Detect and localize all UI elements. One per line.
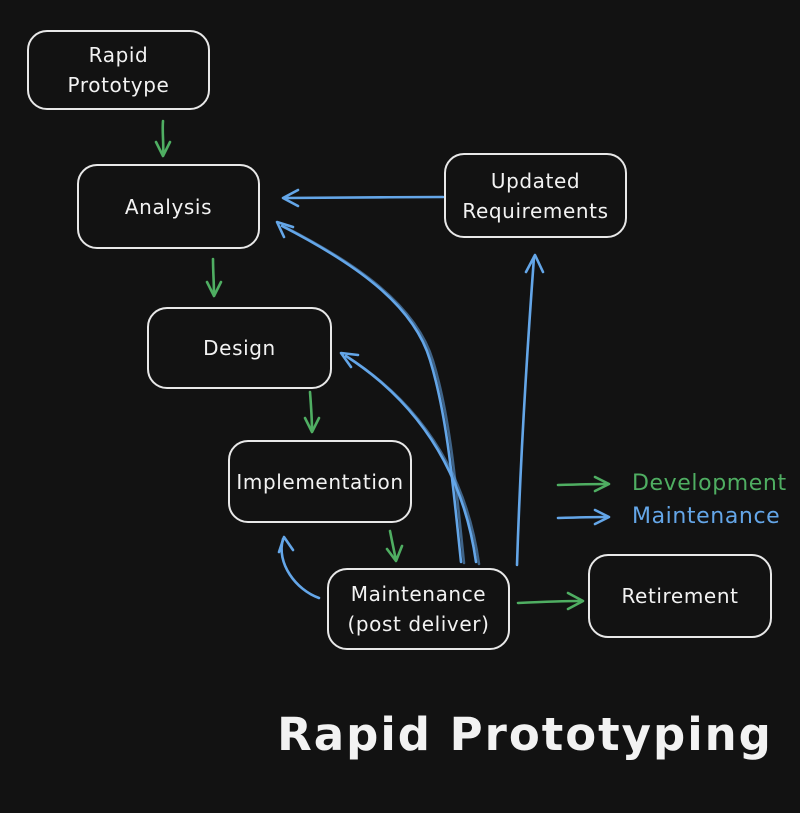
node-label: Implementation (236, 469, 404, 494)
edge-maintenance-to-implementation-arrow (277, 535, 321, 600)
node-label: Rapid (88, 43, 149, 67)
node-rapid-prototype[interactable]: Rapid Prototype (27, 30, 210, 110)
node-label: Maintenance (350, 582, 487, 606)
node-label: Requirements (462, 198, 609, 223)
node-label: Prototype (67, 73, 170, 97)
node-design[interactable]: Design (147, 307, 332, 389)
development-arrow-icon (556, 475, 611, 492)
edge-rapid-prototype-to-analysis-arrow (154, 119, 172, 158)
node-analysis[interactable]: Analysis (77, 164, 260, 249)
maintenance-arrow-icon (556, 508, 611, 525)
edge-updated-requirements-to-analysis-arrow (281, 188, 445, 208)
legend-row-maintenance: Maintenance (556, 502, 787, 531)
node-label: Updated (490, 168, 581, 193)
edge-maintenance-to-retirement-arrow (516, 591, 585, 611)
edge-maintenance-to-updated-requirements-arrow (515, 253, 545, 567)
legend-label-development: Development (632, 471, 787, 496)
node-label: Retirement (621, 584, 739, 608)
legend-label-maintenance: Maintenance (632, 504, 781, 529)
legend: Development Maintenance (556, 469, 787, 531)
diagram-title: Rapid Prototyping (277, 708, 773, 761)
node-updated-requirements[interactable]: Updated Requirements (444, 153, 627, 238)
edge-implementation-to-maintenance-arrow (385, 529, 404, 563)
legend-row-development: Development (556, 469, 787, 498)
node-implementation[interactable]: Implementation (228, 440, 412, 523)
node-retirement[interactable]: Retirement (588, 554, 772, 638)
edge-design-to-implementation-arrow (303, 390, 321, 434)
node-label: Design (203, 336, 276, 360)
edge-analysis-to-design-arrow (205, 257, 223, 298)
node-label: Analysis (124, 194, 213, 219)
node-maintenance[interactable]: Maintenance (post deliver) (327, 568, 510, 650)
node-label: (post deliver) (347, 612, 490, 636)
